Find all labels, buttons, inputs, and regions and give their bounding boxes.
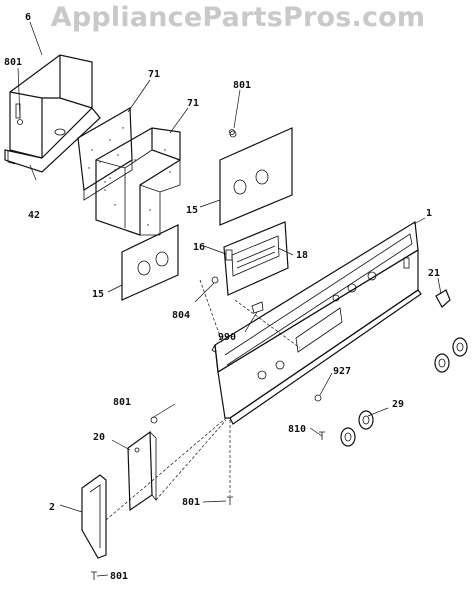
callout-71-u: 71 bbox=[187, 98, 199, 109]
callout-927: 927 bbox=[333, 366, 351, 377]
part-2-end-cap bbox=[81, 474, 107, 559]
screw-801-mid bbox=[150, 416, 158, 424]
callout-990: 990 bbox=[218, 332, 236, 343]
screw-801-low bbox=[227, 496, 233, 505]
part-21-knob bbox=[435, 289, 451, 308]
callout-20: 20 bbox=[93, 432, 105, 443]
callout-801-low: 801 bbox=[182, 497, 200, 508]
part-71-insulation-u bbox=[95, 127, 181, 236]
screw-801-top-right bbox=[229, 129, 235, 135]
callout-21: 21 bbox=[428, 268, 440, 279]
knob-set-right bbox=[434, 337, 468, 373]
callout-15-right: 15 bbox=[186, 205, 198, 216]
part-927-screw bbox=[314, 394, 322, 402]
part-18-control-board bbox=[223, 221, 289, 296]
callout-18: 18 bbox=[296, 250, 308, 261]
part-15-panel-left bbox=[121, 224, 179, 301]
callout-801-top-left: 801 bbox=[4, 57, 22, 68]
callout-71-left: 71 bbox=[148, 69, 160, 80]
watermark-text: AppliancePartsPros.com bbox=[50, 2, 426, 33]
callout-810: 810 bbox=[288, 424, 306, 435]
callout-804: 804 bbox=[172, 310, 190, 321]
callout-1: 1 bbox=[426, 208, 432, 219]
callout-29: 29 bbox=[392, 399, 404, 410]
part-1-control-panel bbox=[211, 220, 422, 425]
callout-42: 42 bbox=[28, 210, 40, 221]
screw-801-top-left bbox=[17, 119, 23, 125]
callout-801-bottom: 801 bbox=[110, 571, 128, 582]
leader-lines bbox=[17, 21, 442, 577]
part-804-screw bbox=[211, 276, 219, 284]
part-15-panel-right bbox=[219, 127, 293, 226]
callout-15-left: 15 bbox=[92, 289, 104, 300]
callout-6: 6 bbox=[25, 12, 31, 23]
callout-16: 16 bbox=[193, 242, 205, 253]
part-20-bracket bbox=[127, 430, 157, 512]
part-990-clip bbox=[251, 301, 264, 314]
part-29-knobs bbox=[340, 410, 374, 447]
callout-2: 2 bbox=[49, 502, 55, 513]
part-71-insulation-left bbox=[77, 106, 133, 201]
part-6-shield bbox=[4, 54, 101, 173]
screw-801-bottom bbox=[91, 571, 97, 580]
callout-801-mid: 801 bbox=[113, 397, 131, 408]
callout-801-top-right: 801 bbox=[233, 80, 251, 91]
